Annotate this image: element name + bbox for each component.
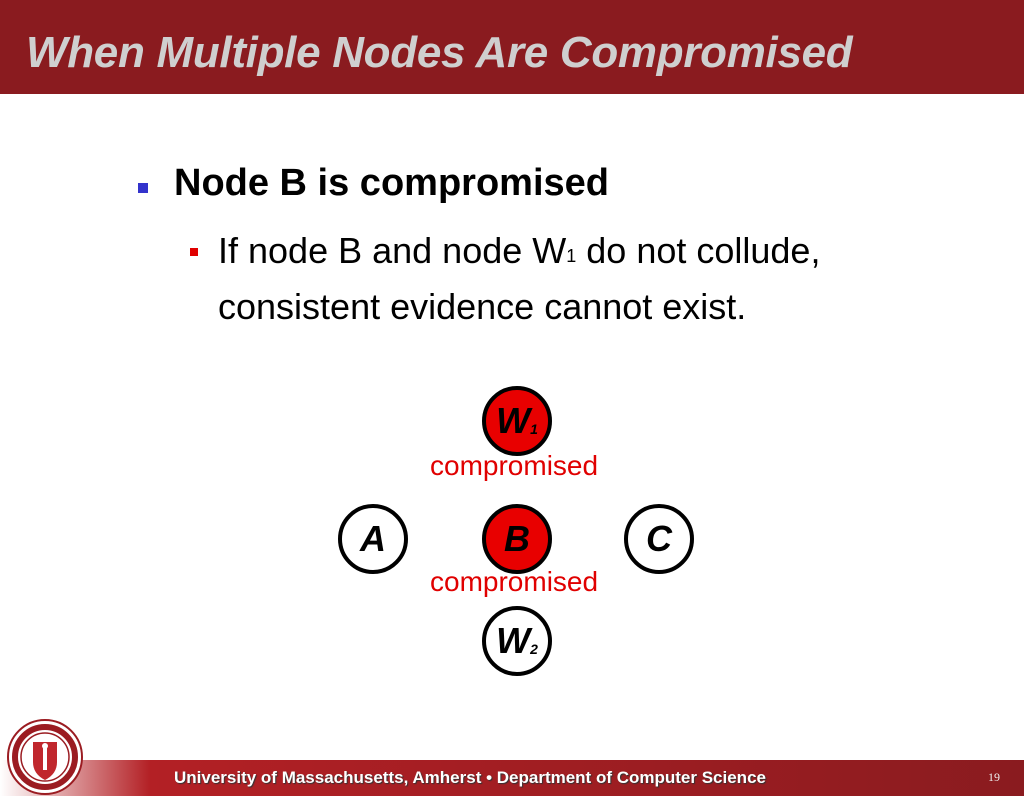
node-b-letter: B <box>504 518 530 559</box>
footer-bar <box>0 760 1024 796</box>
node-w1-letter: W <box>496 400 531 441</box>
bullet-sub-part1: If node B and node W <box>218 230 567 271</box>
node-w1-sub: 1 <box>530 421 538 437</box>
bullet-sub-part2: do not collude, consistent evidence cann… <box>218 230 821 327</box>
title-bar <box>0 0 1024 94</box>
node-c: C <box>624 504 694 574</box>
node-a: A <box>338 504 408 574</box>
node-b: B <box>482 504 552 574</box>
compromised-label-b: compromised <box>430 566 599 597</box>
node-a-letter: A <box>360 518 386 559</box>
university-seal-icon <box>7 719 83 795</box>
bullet-square-icon <box>138 183 148 193</box>
node-w2-sub: 2 <box>530 641 538 657</box>
node-w2-letter: W <box>496 620 531 661</box>
bullet-main-text: Node B is compromised <box>174 162 609 204</box>
slide-title: When Multiple Nodes Are Compromised <box>26 28 853 77</box>
bullet-sub-text: If node B and node W1 do not collude, co… <box>218 226 938 332</box>
bullet-square-small-icon <box>190 248 198 256</box>
page-number: 19 <box>988 770 1000 784</box>
bullet-sub-subscript: 1 <box>566 246 577 266</box>
footer-text: University of Massachusetts, Amherst • D… <box>174 768 766 787</box>
compromised-label-w1: compromised <box>430 450 599 481</box>
node-c-letter: C <box>646 518 672 559</box>
